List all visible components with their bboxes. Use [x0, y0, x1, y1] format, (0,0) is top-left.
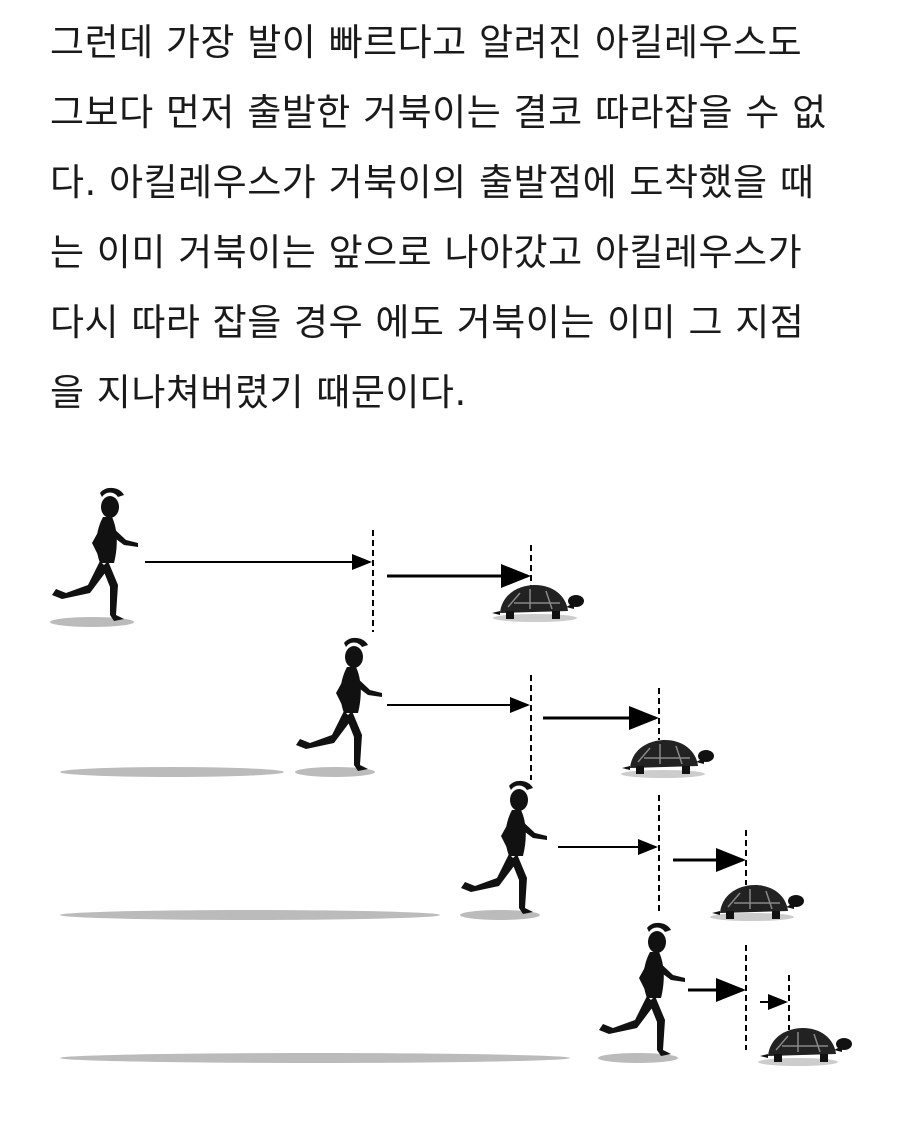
- shadow: [460, 910, 540, 920]
- shadow: [60, 1053, 570, 1063]
- achilles-runner-icon: [461, 780, 547, 914]
- paragraph-line: 는 이미 거북이는 앞으로 나아갔고 아킬레우스가: [50, 231, 803, 274]
- shadow: [295, 767, 375, 777]
- achilles-tortoise-diagram: [50, 487, 853, 1066]
- paragraph: 그런데 가장 발이 빠르다고 알려진 아킬레우스도 그보다 먼저 출발한 거북이…: [50, 8, 870, 428]
- paragraph-line: 을 지나쳐버렸기 때문이다.: [50, 371, 467, 414]
- tortoise-icon: [491, 584, 585, 620]
- achilles-runner-icon: [296, 637, 382, 771]
- step-1: [50, 487, 585, 632]
- tortoise-icon: [759, 1027, 853, 1063]
- achilles-runner-icon: [52, 487, 138, 621]
- paragraph-line: 그보다 먼저 출발한 거북이는 결코 따라잡을 수 없: [50, 91, 827, 134]
- paragraph-line: 다시 따라 잡을 경우 에도 거북이는 이미 그 지점: [50, 301, 805, 344]
- shadow: [598, 1053, 678, 1063]
- step-2: [60, 637, 715, 780]
- paragraph-line: 그런데 가장 발이 빠르다고 알려진 아킬레우스도: [50, 21, 803, 64]
- shadow: [60, 767, 284, 777]
- step-3: [60, 780, 805, 921]
- tortoise-icon: [621, 739, 715, 775]
- shadow: [493, 614, 577, 622]
- paragraph-line: 다. 아킬레우스가 거북이의 출발점에 도착했을 때: [50, 161, 815, 204]
- shadow: [60, 910, 440, 920]
- shadow: [621, 770, 705, 778]
- step-4: [60, 922, 853, 1066]
- achilles-runner-icon: [599, 922, 685, 1056]
- shadow: [710, 913, 794, 921]
